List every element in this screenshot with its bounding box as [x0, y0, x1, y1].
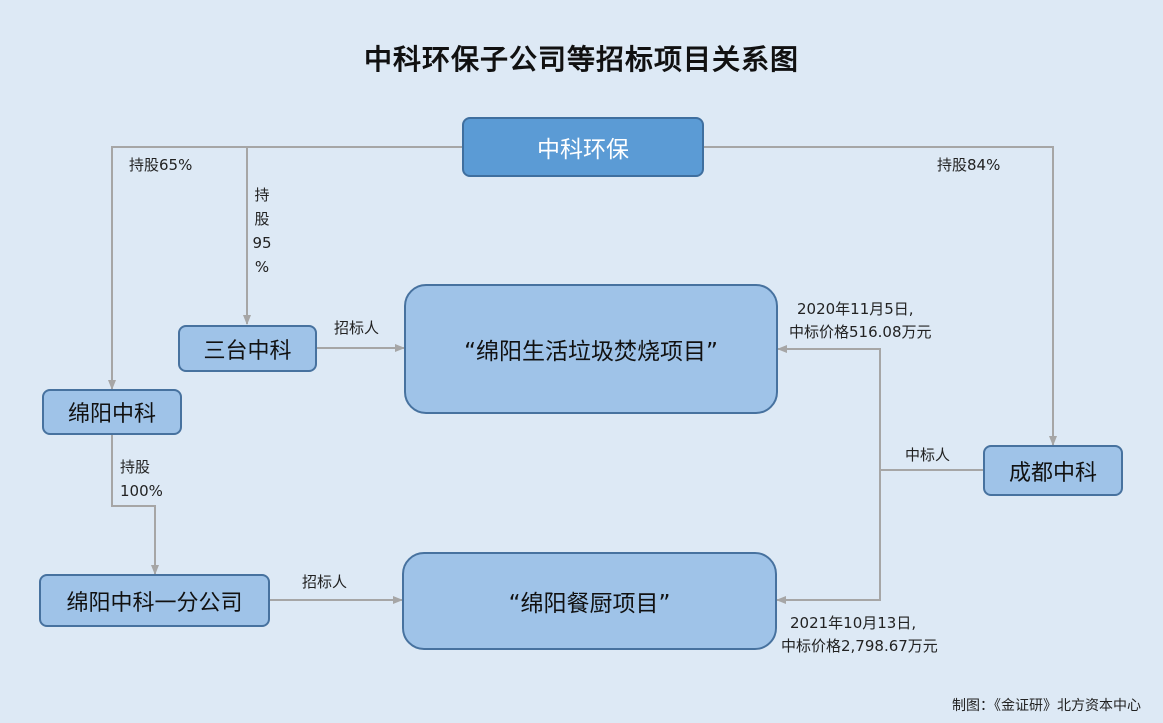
label-hold-95-char: % — [254, 258, 270, 276]
label-award-2020-price: 中标价格516.08万元 — [789, 323, 932, 341]
label-award-2021-date: 2021年10月13日, — [790, 614, 917, 632]
label-hold-95-char: 持 — [254, 186, 270, 204]
edge-chengdu-waste — [777, 345, 881, 470]
label-hold-95-char: 股 — [254, 210, 270, 228]
edge-parent-mianyang — [108, 146, 463, 390]
edge-mianyang-branch — [111, 434, 159, 575]
label-hold-65: 持股65% — [129, 156, 193, 174]
label-hold-84: 持股84% — [937, 156, 1001, 174]
edge-parent-chengdu — [703, 146, 1057, 446]
label-bidder-branch: 招标人 — [302, 573, 348, 591]
label-award-2021-price: 中标价格2,798.67万元 — [781, 637, 938, 655]
node-mianyang-branch: 绵阳中科一分公司 — [39, 574, 270, 627]
diagram-title: 中科环保子公司等招标项目关系图 — [363, 43, 799, 76]
label-hold-95-char: 95 — [252, 234, 272, 252]
node-mianyang-zhongke: 绵阳中科 — [42, 389, 182, 435]
label-hold-100-line2: 100% — [120, 482, 163, 500]
node-santai-zhongke: 三台中科 — [178, 325, 317, 372]
label-award-2020-date: 2020年11月5日, — [797, 300, 914, 318]
node-waste-incineration-project: “绵阳生活垃圾焚烧项目” — [404, 284, 778, 414]
label-bidder-santai: 招标人 — [334, 319, 380, 337]
source-credit: 制图：《金证研》北方资本中心 — [952, 698, 1141, 714]
edge-chengdu-kitchen — [776, 470, 881, 604]
node-chengdu-zhongke: 成都中科 — [983, 445, 1123, 496]
node-parent-company: 中科环保 — [462, 117, 704, 177]
label-hold-100-line1: 持股 — [120, 458, 151, 476]
node-kitchen-waste-project: “绵阳餐厨项目” — [402, 552, 777, 650]
label-winner: 中标人 — [905, 446, 951, 464]
